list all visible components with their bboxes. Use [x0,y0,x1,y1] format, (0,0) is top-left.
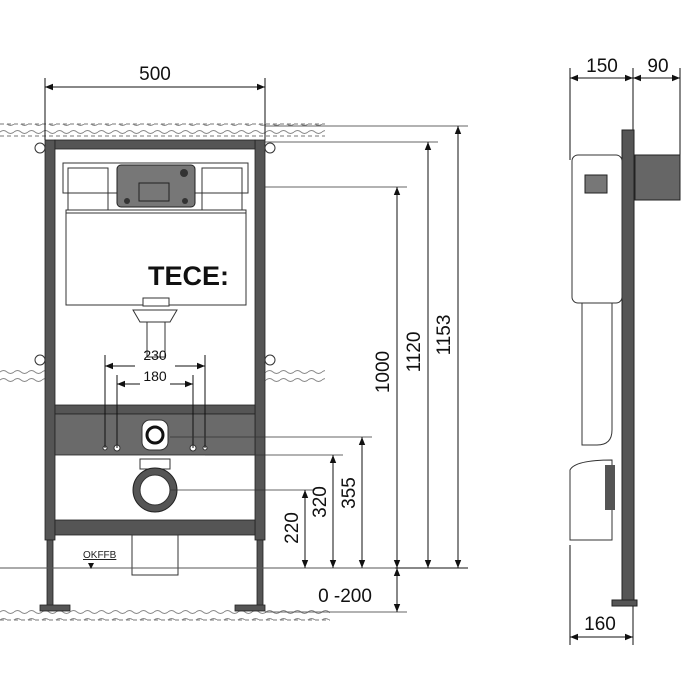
dim-150: 150 [586,56,618,77]
front-frame [39,139,266,612]
dim-leg-adjust: 0 -200 [318,586,372,607]
tece-logo: TECE: [148,261,229,291]
wall-brackets [34,142,276,366]
height-dimensions [301,126,468,612]
dim-160: 160 [584,614,616,635]
dim-320: 320 [310,486,331,518]
floor-marker-icon [88,563,94,569]
flush-connection [141,419,169,451]
dim-1153: 1153 [434,315,455,356]
waste-pipe [131,458,179,576]
dim-180: 180 [143,368,167,384]
cistern [62,162,249,306]
floor-hatch-bottom [0,610,330,621]
floor-label: OKFFB [83,550,117,561]
dim-355: 355 [339,477,360,509]
dim-1000: 1000 [373,351,394,393]
flush-pipe [132,297,178,358]
dim-90: 90 [647,56,668,77]
wall-hatch-mid [0,370,325,382]
extension-lines [170,125,468,613]
side-view [569,68,681,645]
width-dimension [44,78,266,140]
actuator-plate [116,164,196,208]
dim-220: 220 [282,512,303,544]
width-dim-label: 500 [139,64,171,85]
wall-hatch-top [0,123,325,137]
bolt-spacing-dimensions [104,355,206,448]
dim-230: 230 [143,347,167,363]
dim-1120: 1120 [404,332,425,373]
